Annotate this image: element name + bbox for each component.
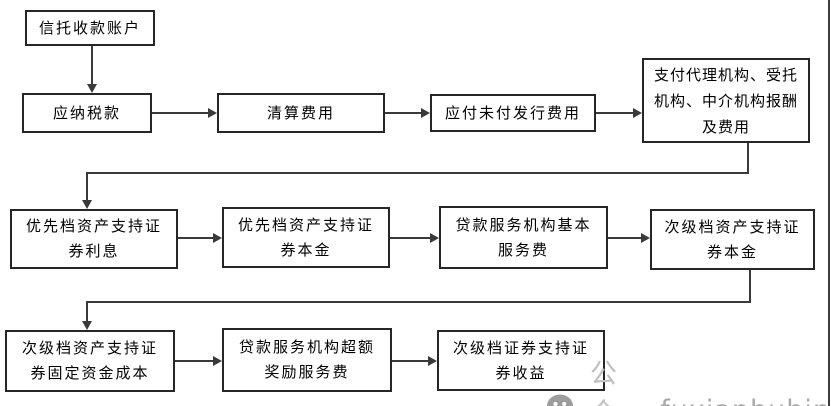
- node-unpaid-issuance-fee: 应付未付发行费用: [430, 94, 596, 132]
- node-liquidation-fee: 清算费用: [217, 93, 385, 133]
- wechat-icon: [546, 391, 586, 406]
- node-agent-trustee-intermediary-fees: 支付代理机构、受托 机构、中介机构报酬 及费用: [642, 58, 810, 143]
- node-sub-tranche-principal: 次级档资产支持证 券本金: [650, 209, 815, 270]
- wechat-watermark-account: fuxianbubin: [660, 395, 831, 406]
- node-senior-tranche-interest: 优先档资产支持证 券利息: [10, 209, 178, 269]
- node-servicer-base-fee: 贷款服务机构基本 服务费: [439, 206, 608, 269]
- node-senior-tranche-principal: 优先档资产支持证 券本金: [222, 207, 390, 268]
- node-sub-tranche-fixed-cost: 次级档资产支持证 券固定资金成本: [5, 330, 175, 392]
- node-servicer-excess-fee: 贷款服务机构超额 奖励服务费: [222, 328, 392, 392]
- node-trust-collection-account: 信托收款账户: [25, 10, 155, 46]
- wechat-watermark-separator: ·: [646, 397, 654, 406]
- node-sub-tranche-income: 次级档证券支持证 券收益: [437, 330, 605, 391]
- node-tax-payable: 应纳税款: [22, 93, 152, 133]
- page-edge-line: [828, 0, 830, 406]
